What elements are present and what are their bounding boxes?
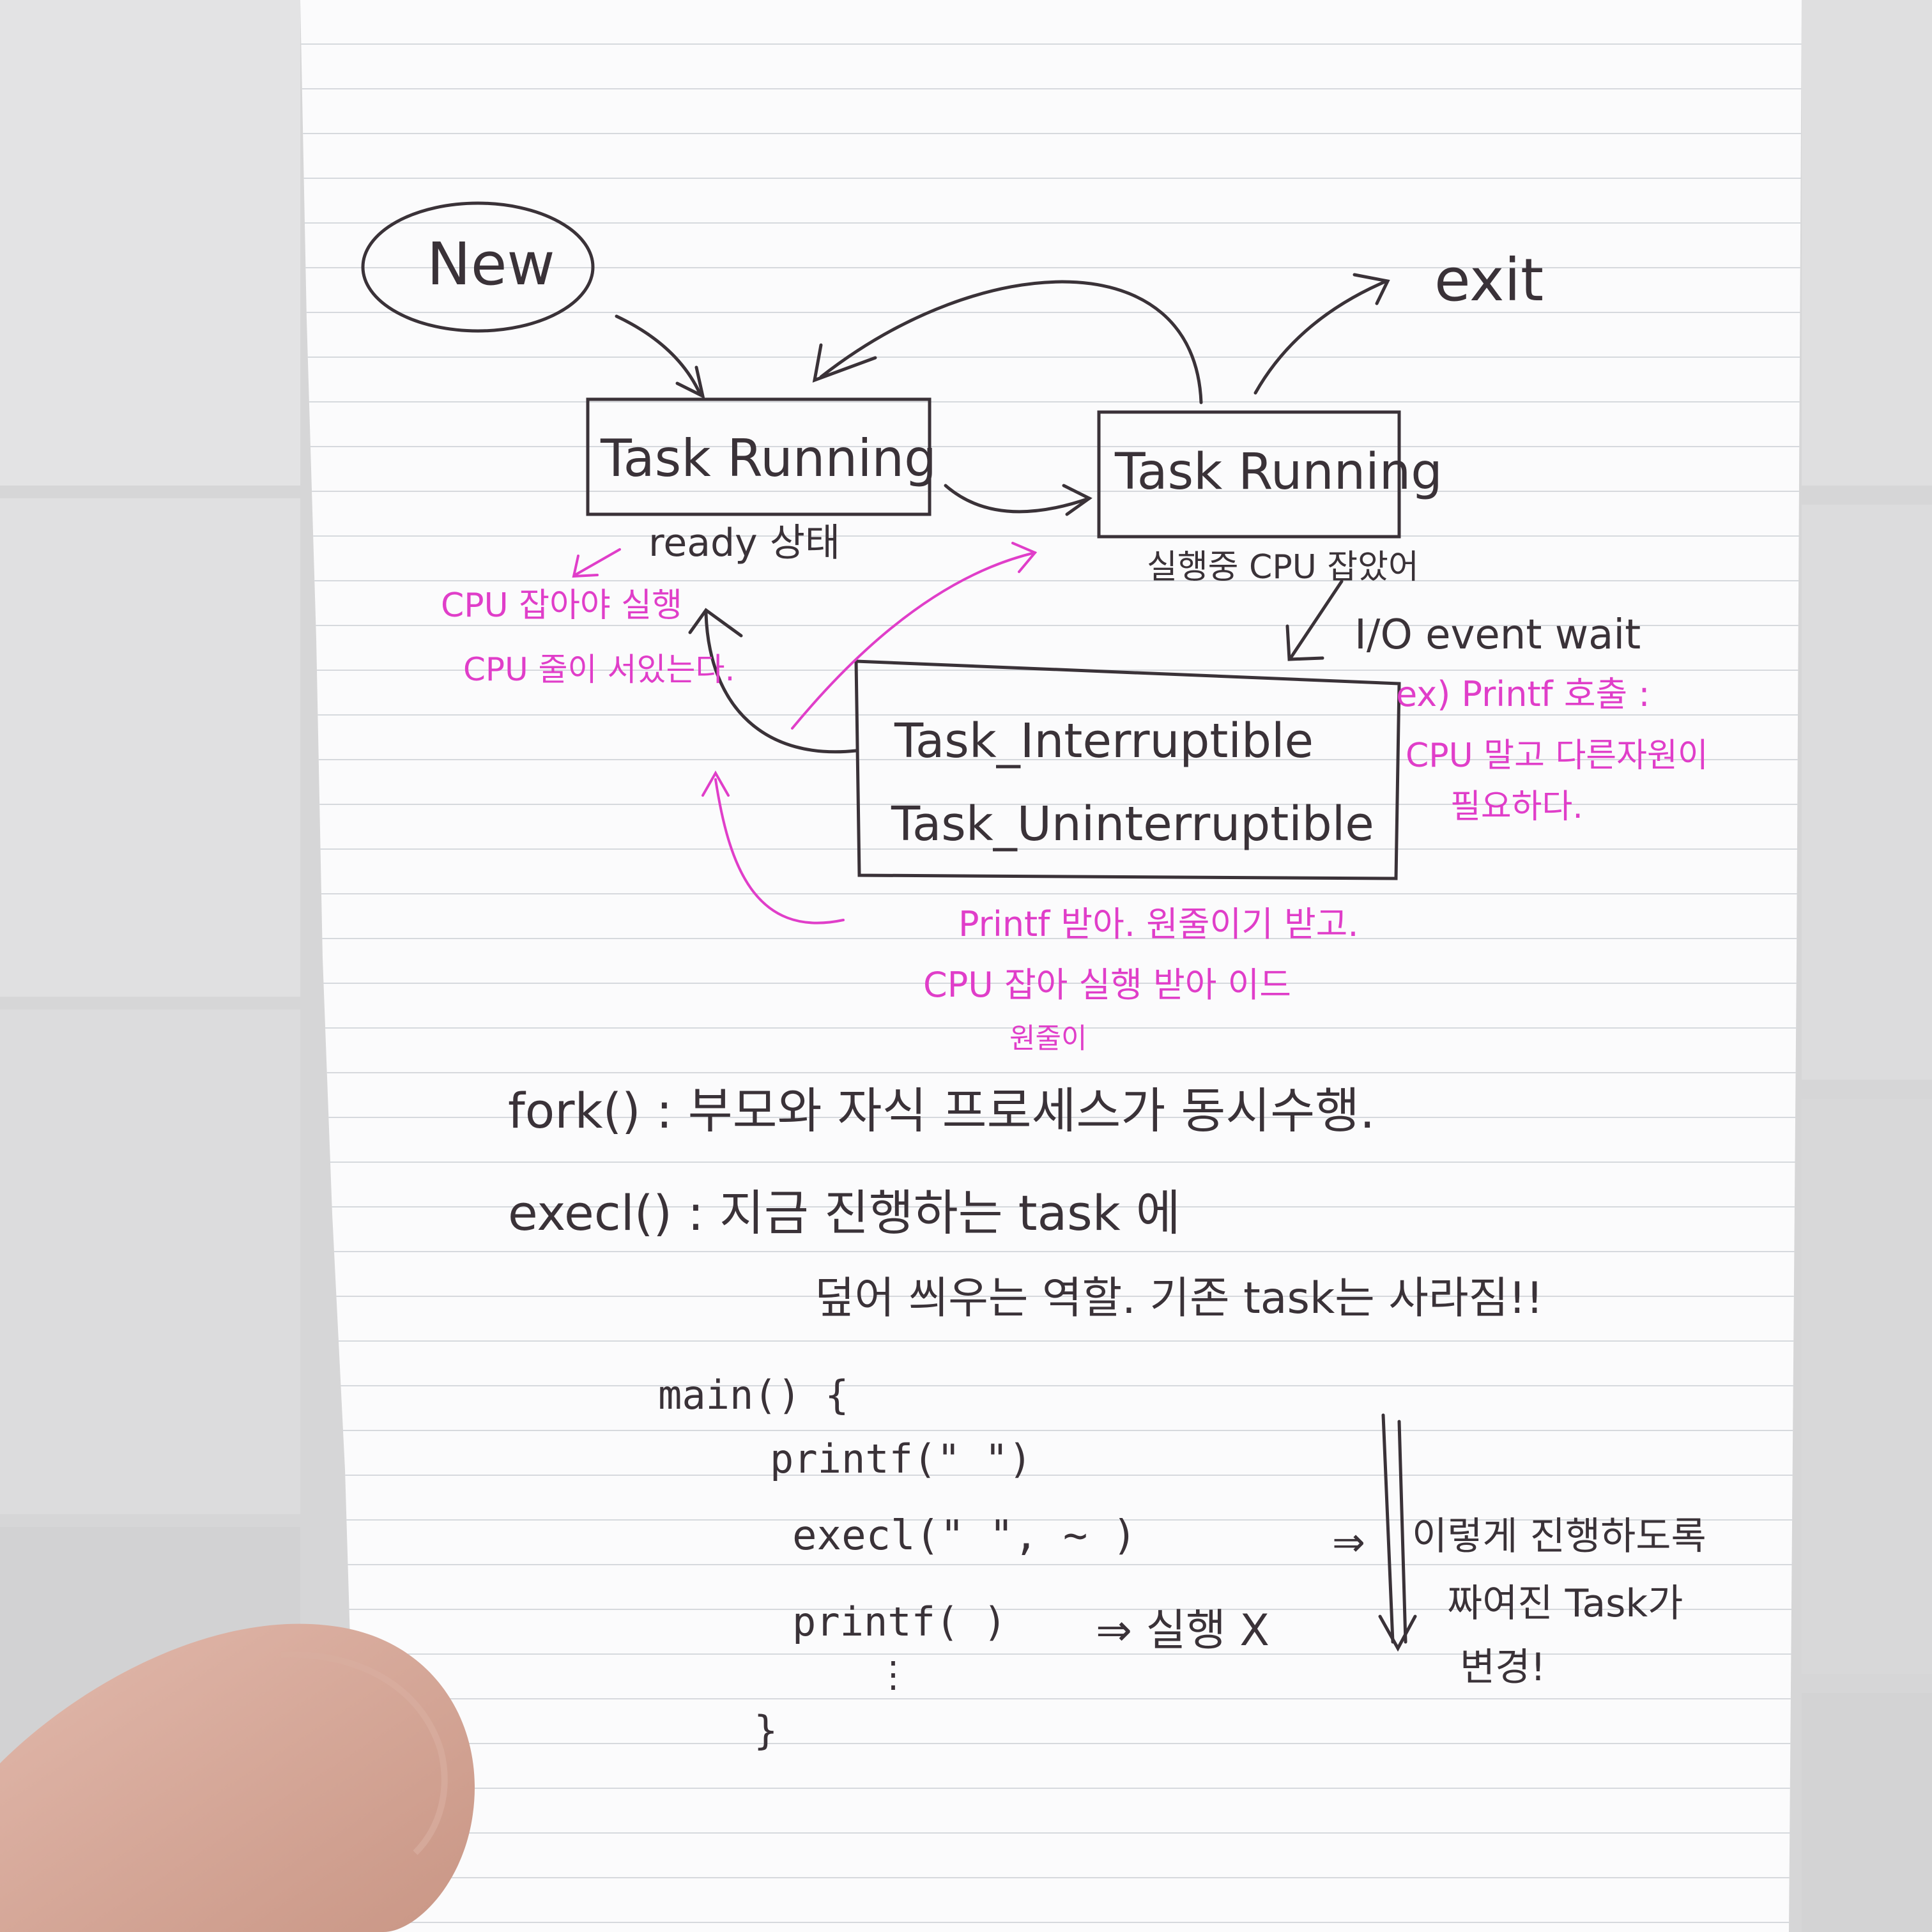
code-line-main: main() { xyxy=(658,1372,849,1418)
io-note-line2: 필요하다. xyxy=(1450,788,1583,826)
execl-note-line1: execl() : 지금 진행하는 task 에 xyxy=(508,1184,1181,1241)
paper-sheet xyxy=(300,0,1802,1932)
ready-state-label: Task Running xyxy=(600,429,937,488)
ready-caption: ready 상태 xyxy=(648,521,840,565)
wake-note-line2: CPU 잡아 실행 받아 이드 xyxy=(923,965,1291,1005)
state-diagram xyxy=(361,201,1401,880)
code-line-printf2: printf( ) xyxy=(792,1598,1007,1645)
running-state-box xyxy=(1097,410,1401,539)
code-line-close: } xyxy=(754,1707,778,1754)
code-line-ellipsis: ⋮ xyxy=(875,1654,911,1696)
wake-note-line1: Printf 받아. 원줄이기 받고. xyxy=(958,904,1359,944)
code-line-printf1: printf(" ") xyxy=(770,1436,1032,1482)
pink-arrow-to-running xyxy=(791,551,1036,730)
new-state-ellipse xyxy=(361,201,595,333)
ready-note-line1: CPU 잡아야 실행 xyxy=(441,586,682,625)
ready-state-box xyxy=(586,397,931,516)
arrow-sleep-to-ready xyxy=(704,611,858,754)
execution-flow-arrow xyxy=(1378,1413,1417,1652)
code-line-execl: execl(" ", ~ ) xyxy=(792,1512,1137,1560)
io-wait-label: I/O event wait xyxy=(1354,611,1641,659)
arrow-running-to-ready xyxy=(819,280,1203,404)
thumb xyxy=(0,1623,475,1932)
pink-annotations-strokes xyxy=(572,542,1038,924)
sleep-state-label-2: Task_Uninterruptible xyxy=(891,797,1374,852)
side-note-line2: 짜여진 Task가 xyxy=(1447,1581,1683,1626)
sleep-state-box xyxy=(854,659,1401,880)
io-example-note: ex) Printf 호출 : xyxy=(1396,674,1650,714)
running-caption: 실행중 CPU 잡았어 xyxy=(1147,548,1419,586)
side-note-line3: 변경! xyxy=(1460,1645,1545,1690)
pink-loop-arrow xyxy=(714,778,845,924)
wake-note-line3: 원줄이 xyxy=(1009,1022,1087,1055)
io-note-line1: CPU 말고 다른자원이 xyxy=(1406,737,1708,775)
execl-note-line2: 덮어 씌우는 역할. 기존 task는 사라짐!! xyxy=(815,1273,1544,1324)
arrow-new-to-ready xyxy=(615,314,702,395)
side-note-line1: 이렇게 진행하도록 xyxy=(1412,1514,1706,1559)
running-state-label: Task Running xyxy=(1114,443,1443,501)
arrow-running-to-sleep xyxy=(1289,579,1344,660)
pink-arrow-to-ready-note xyxy=(574,548,621,576)
fork-note: fork() : 부모와 자식 프로세스가 동시수행. xyxy=(508,1082,1375,1139)
code-result-note: ⇒ 실행 X xyxy=(1096,1606,1269,1656)
ready-note-line2: CPU 줄이 서있는다. xyxy=(463,651,735,688)
new-state-label: New xyxy=(427,230,555,298)
sleep-state-label-1: Task_Interruptible xyxy=(894,714,1314,769)
arrow-running-to-exit xyxy=(1254,279,1388,395)
arrow-ready-to-running xyxy=(944,484,1091,514)
exit-state-label: exit xyxy=(1434,246,1544,314)
code-arrow-to-note: ⇒ xyxy=(1332,1519,1365,1565)
